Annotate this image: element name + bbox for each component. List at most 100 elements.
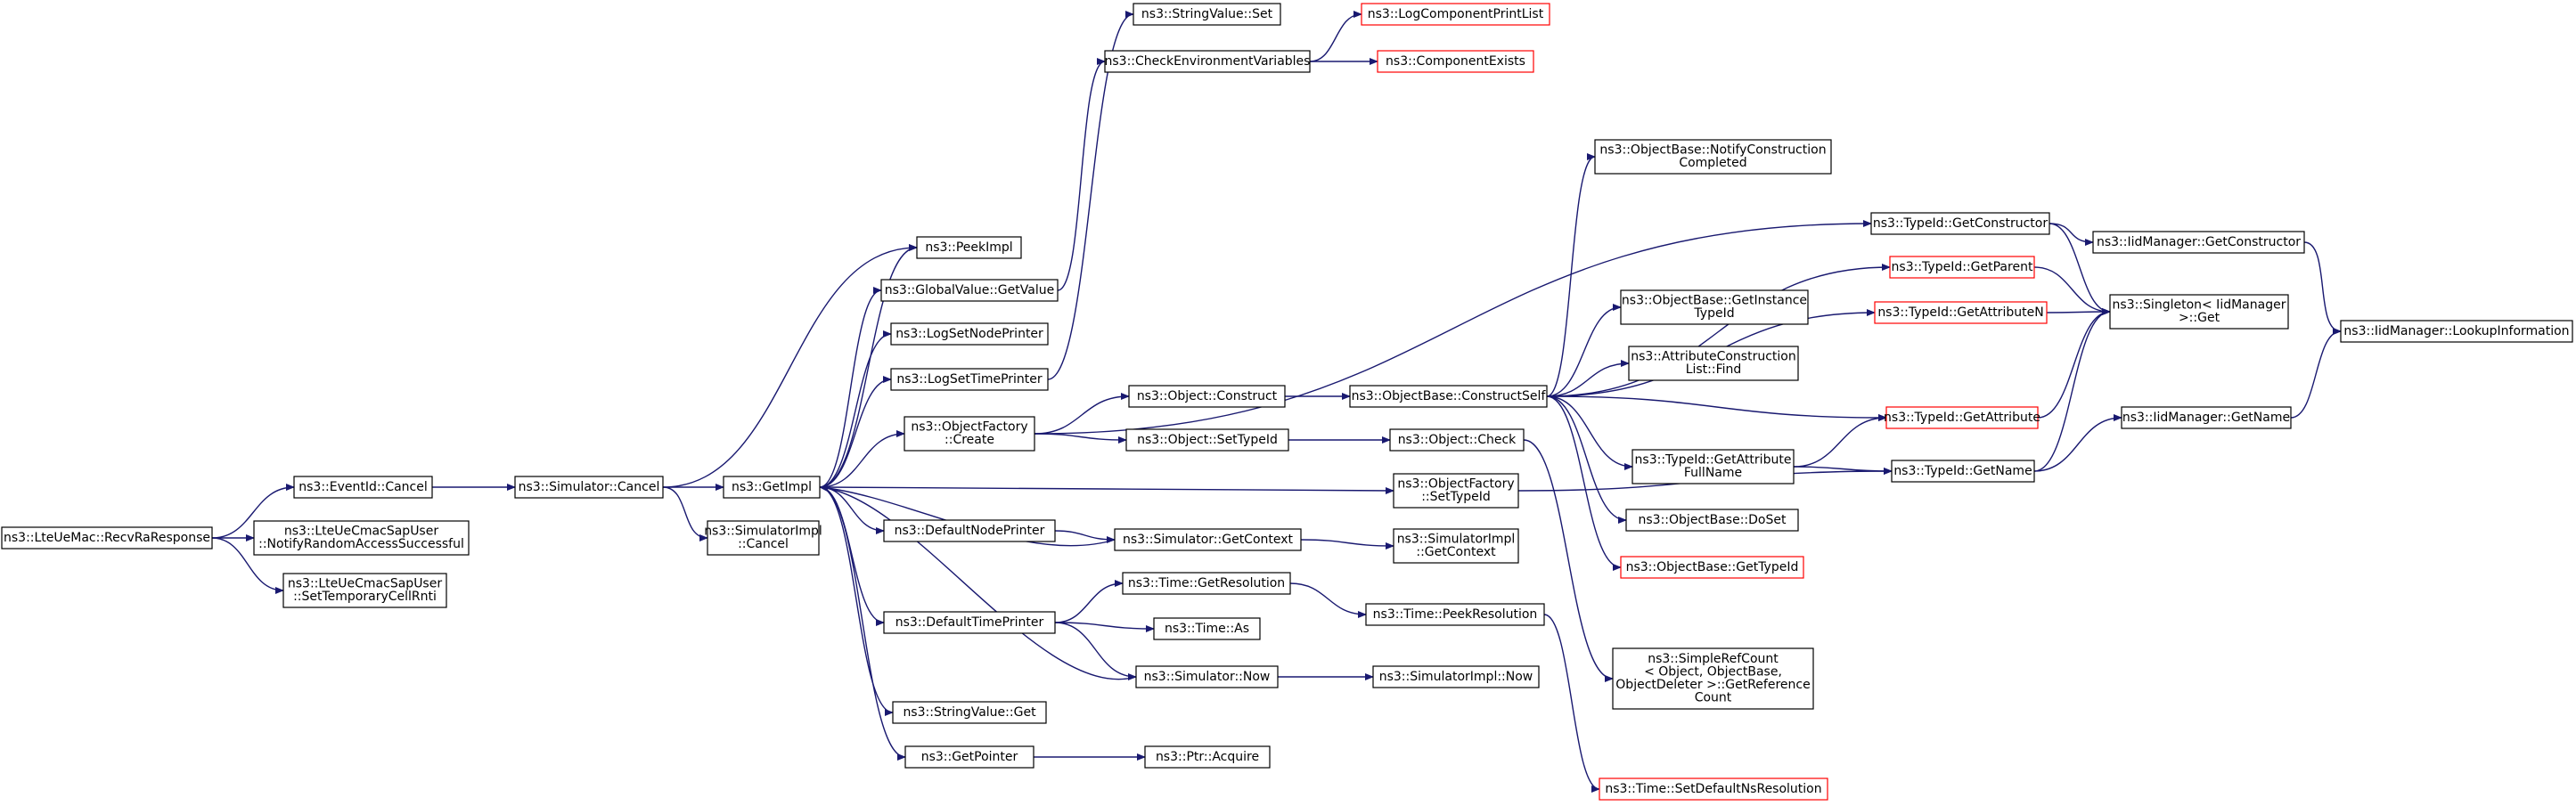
node-getimpl[interactable]: ns3::GetImpl <box>723 476 821 499</box>
node-label: ns3::Time::As <box>1165 622 1249 636</box>
node-stringvalueget[interactable]: ns3::StringValue::Get <box>892 701 1047 724</box>
node-label: ::SetTypeId <box>1421 490 1491 504</box>
node-deftimeprinter[interactable]: ns3::DefaultTimePrinter <box>883 611 1056 634</box>
node-timepeekres[interactable]: ns3::Time::PeekResolution <box>1365 603 1545 626</box>
node-ofcreate[interactable]: ns3::ObjectFactory::Create <box>904 416 1035 452</box>
node-obgettypeid[interactable]: ns3::ObjectBase::GetTypeId <box>1620 556 1804 579</box>
node-label: ns3::PeekImpl <box>925 240 1012 255</box>
node-obnotify[interactable]: ns3::ObjectBase::NotifyConstructionCompl… <box>1594 139 1832 175</box>
node-box <box>1620 556 1804 579</box>
node-peekimpl[interactable]: ns3::PeekImpl <box>916 236 1022 259</box>
node-notifyra[interactable]: ns3::LteUeCmacSapUser::NotifyRandomAcces… <box>253 520 470 556</box>
edge-getimpl-to-stringvalueget <box>819 486 894 716</box>
node-getpointer[interactable]: ns3::GetPointer <box>904 745 1034 769</box>
node-tidgetparent[interactable]: ns3::TypeId::GetParent <box>1889 256 2035 279</box>
node-obdoset[interactable]: ns3::ObjectBase::DoSet <box>1625 509 1799 532</box>
edge-deftimeprinter-to-timegetres <box>1054 580 1124 623</box>
node-simcancel[interactable]: ns3::Simulator::Cancel <box>514 476 664 499</box>
node-box <box>2092 231 2305 254</box>
node-label: ns3::Time::SetDefaultNsResolution <box>1605 782 1821 796</box>
edge-simgetcontext-to-simimplgetctx <box>1300 539 1394 550</box>
node-box <box>1870 212 2050 235</box>
node-tidgetattr[interactable]: ns3::TypeId::GetAttribute <box>1884 406 2040 429</box>
node-label: ns3::Singleton< IidManager <box>2113 298 2286 313</box>
node-box <box>1891 460 2035 483</box>
node-logsettime[interactable]: ns3::LogSetTimePrinter <box>890 368 1049 391</box>
node-label: ns3::ObjectBase::ConstructSelf <box>1352 389 1547 403</box>
node-simimplnow[interactable]: ns3::SimulatorImpl::Now <box>1372 665 1540 688</box>
node-box <box>1349 385 1548 408</box>
node-label: ns3::TypeId::GetAttribute <box>1635 453 1792 468</box>
node-obconstructself[interactable]: ns3::ObjectBase::ConstructSelf <box>1349 385 1548 408</box>
node-objcheck[interactable]: ns3::Object::Check <box>1389 428 1525 452</box>
edge-getimpl-to-gvgetvalue <box>819 287 882 488</box>
edge-iidgetname-to-iidlookup <box>2290 328 2342 419</box>
node-ofsettypeid[interactable]: ns3::ObjectFactory::SetTypeId <box>1393 473 1519 509</box>
node-simimplgetctx[interactable]: ns3::SimulatorImpl::GetContext <box>1393 528 1519 564</box>
node-gvgetvalue[interactable]: ns3::GlobalValue::GetValue <box>880 279 1059 302</box>
node-logcompprint[interactable]: ns3::LogComponentPrintList <box>1361 3 1550 26</box>
node-recv[interactable]: ns3::LteUeMac::RecvRaResponse <box>1 526 213 550</box>
node-tidgetattrn[interactable]: ns3::TypeId::GetAttributeN <box>1874 301 2048 324</box>
node-objsettypeid[interactable]: ns3::Object::SetTypeId <box>1125 428 1289 452</box>
node-defnodeprinter[interactable]: ns3::DefaultNodePrinter <box>883 519 1056 542</box>
node-box <box>1133 3 1281 26</box>
edge-timegetres-to-timepeekres <box>1289 582 1367 618</box>
node-iidgetname[interactable]: ns3::IidManager::GetName <box>2121 406 2292 429</box>
node-box <box>1628 346 1799 381</box>
node-label: ns3::SimpleRefCount <box>1648 652 1779 666</box>
edge-simnow-to-getimpl <box>819 484 1137 680</box>
edge-getimpl-to-ofsettypeid <box>819 486 1394 494</box>
node-label: ::Cancel <box>738 537 789 551</box>
node-label: Completed <box>1679 156 1746 170</box>
node-box <box>1599 778 1828 801</box>
node-box <box>1153 617 1261 640</box>
node-simimplcancel[interactable]: ns3::SimulatorImpl::Cancel <box>704 520 822 556</box>
node-srcgetref[interactable]: ns3::SimpleRefCount< Object, ObjectBase,… <box>1612 647 1814 710</box>
node-box <box>1128 385 1286 408</box>
node-logsetnode[interactable]: ns3::LogSetNodePrinter <box>890 322 1049 346</box>
edge-obconstructself-to-acfind <box>1546 360 1630 397</box>
node-box <box>1625 509 1799 532</box>
node-timesetdefault[interactable]: ns3::Time::SetDefaultNsResolution <box>1599 778 1828 801</box>
node-label: ns3::ObjectBase::DoSet <box>1639 513 1787 527</box>
node-box <box>514 476 664 499</box>
node-iidlookup[interactable]: ns3::IidManager::LookupInformation <box>2340 320 2573 343</box>
node-ptracquire[interactable]: ns3::Ptr::Acquire <box>1144 745 1271 769</box>
node-box <box>1594 139 1832 175</box>
node-label: ns3::Time::GetResolution <box>1128 576 1285 590</box>
node-label: ns3::LogSetTimePrinter <box>896 372 1043 387</box>
node-compexists[interactable]: ns3::ComponentExists <box>1377 50 1534 73</box>
node-timegetres[interactable]: ns3::Time::GetResolution <box>1122 572 1291 595</box>
node-timeas[interactable]: ns3::Time::As <box>1153 617 1261 640</box>
node-box <box>1389 428 1525 452</box>
node-box <box>1874 301 2048 324</box>
call-edges <box>211 11 2342 793</box>
node-box <box>1 526 213 550</box>
node-iidgetconstructor[interactable]: ns3::IidManager::GetConstructor <box>2092 231 2305 254</box>
node-box <box>892 701 1047 724</box>
node-label: ns3::GetImpl <box>732 480 812 494</box>
node-simnow[interactable]: ns3::Simulator::Now <box>1135 665 1279 688</box>
node-checkenv[interactable]: ns3::CheckEnvironmentVariables <box>1104 50 1311 73</box>
node-tidgetname[interactable]: ns3::TypeId::GetName <box>1891 460 2035 483</box>
node-box <box>890 368 1049 391</box>
edge-deftimeprinter-to-timeas <box>1054 622 1155 632</box>
node-simgetcontext[interactable]: ns3::Simulator::GetContext <box>1114 528 1302 551</box>
node-box <box>883 611 1056 634</box>
node-settemp[interactable]: ns3::LteUeCmacSapUser::SetTemporaryCellR… <box>282 573 447 608</box>
node-singletonget[interactable]: ns3::Singleton< IidManager>::Get <box>2109 294 2289 330</box>
node-label: ns3::IidManager::GetName <box>2122 411 2290 425</box>
function-nodes: ns3::LteUeMac::RecvRaResponse ns3::EventI… <box>1 3 2573 801</box>
node-box <box>2340 320 2573 343</box>
node-label: FullName <box>1684 466 1742 480</box>
node-label: ns3::IidManager::LookupInformation <box>2343 324 2569 338</box>
node-eventcancel[interactable]: ns3::EventId::Cancel <box>293 476 433 499</box>
node-stringvalueset[interactable]: ns3::StringValue::Set <box>1133 3 1281 26</box>
node-tidgetconstructor[interactable]: ns3::TypeId::GetConstructor <box>1870 212 2050 235</box>
edge-getimpl-to-ofcreate <box>819 430 905 488</box>
node-objconstruct[interactable]: ns3::Object::Construct <box>1128 385 1286 408</box>
